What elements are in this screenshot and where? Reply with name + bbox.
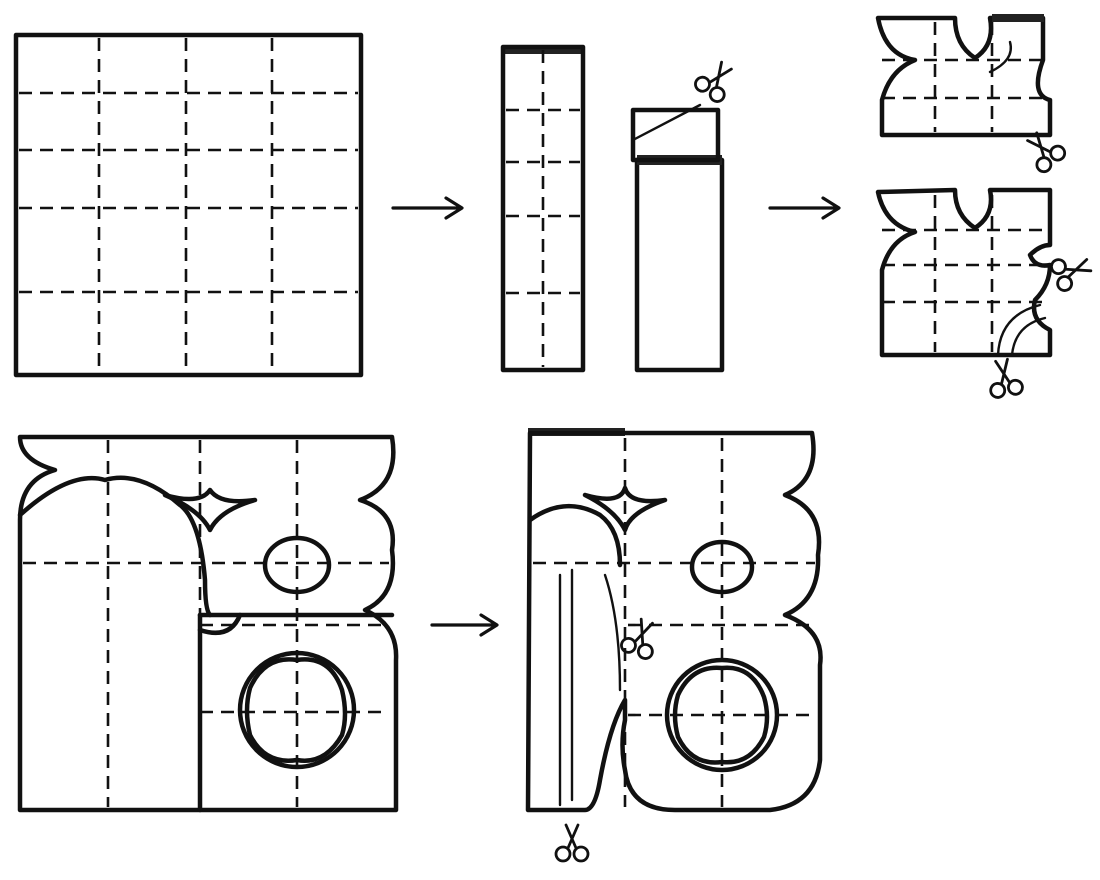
arrow-right-icon [430,613,499,637]
step-3-folded-block [630,55,741,373]
step-2-folded-strip [500,44,586,373]
step-6-final-result [525,428,823,863]
step-5-partial-unfold [17,434,399,813]
scissors-icon [984,356,1025,400]
step-4b-cut-openings [875,187,1096,400]
arrow-right-icon [768,196,841,220]
arrow-right-icon [391,196,464,220]
scissors-icon [554,823,590,863]
scissors-icon [1048,248,1096,294]
step-1-square-paper [13,32,364,378]
step-4a-cut-arches [875,14,1069,176]
scissors-icon [691,55,741,106]
